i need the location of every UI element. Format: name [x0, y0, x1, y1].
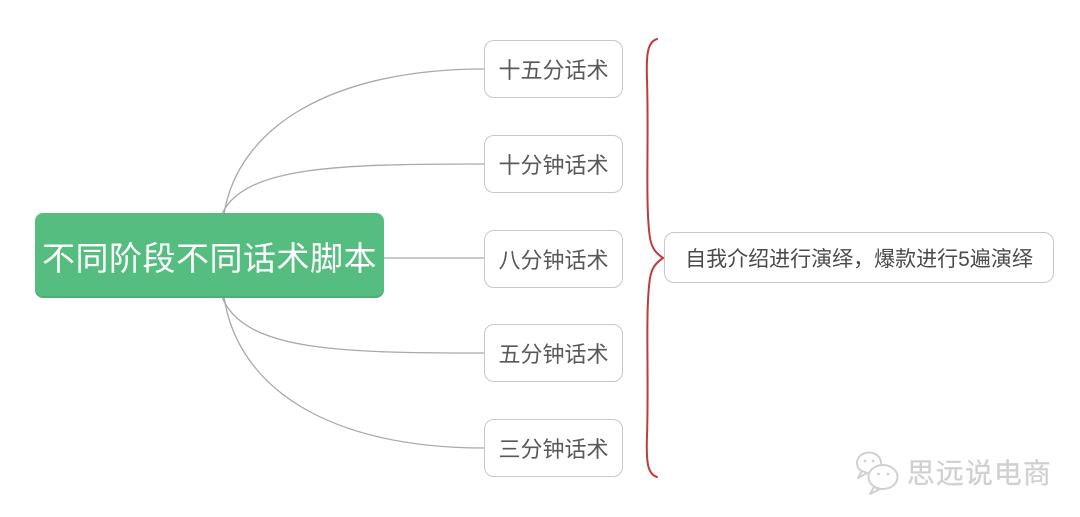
annotation-node[interactable]: 自我介绍进行演绎，爆款进行5遍演绎: [664, 232, 1054, 283]
wechat-icon: [855, 451, 899, 495]
watermark: 思远说电商: [853, 449, 1052, 495]
root-topic-label: 不同阶段不同话术脚本: [42, 239, 377, 277]
topic-node-five-min[interactable]: 五分钟话术: [484, 324, 623, 382]
topic-label: 三分钟话术: [498, 437, 609, 462]
root-topic-node[interactable]: 不同阶段不同话术脚本: [35, 213, 384, 298]
topic-label: 十五分话术: [498, 58, 609, 83]
connector-branch-1: [223, 68, 485, 215]
annotation-label: 自我介绍进行演绎，爆款进行5遍演绎: [685, 247, 1033, 271]
connector-branch-2: [221, 163, 485, 215]
grouping-brace: [645, 38, 665, 478]
topic-label: 五分钟话术: [498, 342, 609, 367]
topic-label: 十分钟话术: [498, 153, 609, 178]
topic-node-fifteen-min[interactable]: 十五分话术: [484, 40, 623, 98]
connector-branch-4: [221, 296, 485, 354]
connector-branch-5: [223, 296, 485, 449]
topic-label: 八分钟话术: [498, 248, 609, 273]
topic-node-ten-min[interactable]: 十分钟话术: [484, 135, 623, 193]
watermark-label: 思远说电商: [906, 458, 1052, 489]
topic-node-eight-min[interactable]: 八分钟话术: [484, 230, 623, 288]
topic-node-three-min[interactable]: 三分钟话术: [484, 419, 623, 477]
